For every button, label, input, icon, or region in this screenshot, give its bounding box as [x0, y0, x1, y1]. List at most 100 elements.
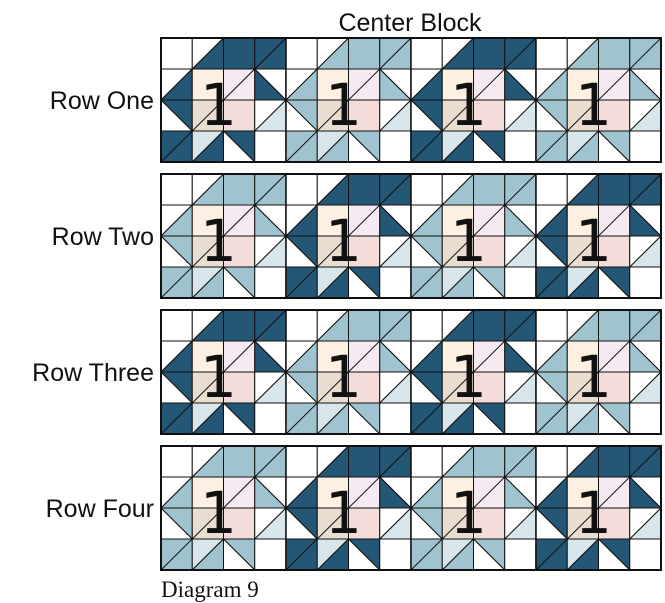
block-number: 1: [575, 207, 612, 275]
quilt-patch: [535, 445, 568, 478]
quilt-patch: [473, 309, 506, 342]
quilt-patch: [598, 309, 631, 342]
quilt-patch: [223, 37, 256, 70]
quilt-patch: [379, 538, 412, 571]
quilt-patch: [535, 309, 568, 342]
block-diagonal: [410, 173, 537, 299]
quilt-patch: [285, 37, 318, 70]
quilt-patch: [379, 130, 412, 163]
diagram-caption: Diagram 9: [161, 577, 259, 602]
block-number: 1: [575, 343, 612, 411]
block-number: 1: [325, 479, 362, 547]
quilt-patch: [504, 538, 537, 571]
quilt-patch: [473, 173, 506, 206]
row-label: Row Four: [46, 495, 154, 523]
quilt-patch: [410, 445, 443, 478]
quilt-block: 1: [159, 444, 288, 572]
block-diagonal: [160, 173, 287, 299]
row-label: Row One: [50, 87, 154, 115]
quilt-patch: [316, 68, 349, 101]
quilt-patch: [348, 173, 381, 206]
quilt-patch: [629, 402, 662, 435]
quilt-block: 1: [284, 172, 413, 300]
quilt-patch: [598, 235, 631, 268]
quilt-patch: [379, 402, 412, 435]
quilt-block: 1: [534, 172, 663, 300]
block-diagonal: [535, 445, 662, 571]
block-number: 1: [200, 207, 237, 275]
diagram-title: Center Block: [338, 9, 482, 37]
quilt-patch: [285, 309, 318, 342]
quilt-row: Row Four 1 1 1 1: [46, 444, 663, 572]
block-diagonal: [160, 445, 287, 571]
quilt-block: 1: [159, 308, 288, 436]
quilt-patch: [598, 173, 631, 206]
block-diagonal: [160, 309, 287, 435]
quilt-patch: [285, 173, 318, 206]
quilt-patch: [410, 37, 443, 70]
block-diagonal: [535, 309, 662, 435]
quilt-patch: [629, 266, 662, 299]
quilt-patch: [566, 340, 599, 373]
quilt-block: 1: [409, 308, 538, 436]
row-label: Row Three: [32, 359, 154, 387]
quilt-block: 1: [534, 444, 663, 572]
block-diagonal: [535, 173, 662, 299]
quilt-patch: [223, 235, 256, 268]
block-number: 1: [200, 479, 237, 547]
quilt-patch: [254, 130, 287, 163]
quilt-patch: [473, 235, 506, 268]
quilt-patch: [473, 445, 506, 478]
block-number: 1: [450, 343, 487, 411]
quilt-patch: [535, 37, 568, 70]
quilt-patch: [160, 37, 193, 70]
quilt-patch: [160, 445, 193, 478]
block-number: 1: [450, 479, 487, 547]
quilt-patch: [254, 402, 287, 435]
quilt-patch: [535, 173, 568, 206]
block-diagonal: [410, 445, 537, 571]
block-diagonal: [160, 37, 287, 163]
quilt-block: 1: [409, 36, 538, 164]
block-diagonal: [285, 37, 412, 163]
block-number: 1: [325, 207, 362, 275]
block-diagonal: [285, 309, 412, 435]
block-number: 1: [450, 207, 487, 275]
quilt-patch: [441, 68, 474, 101]
quilt-patch: [348, 309, 381, 342]
quilt-patch: [223, 309, 256, 342]
quilt-patch: [629, 538, 662, 571]
quilt-block: 1: [284, 444, 413, 572]
quilt-block: 1: [409, 172, 538, 300]
quilt-patch: [316, 476, 349, 509]
row-frame: [160, 309, 662, 435]
block-number: 1: [575, 71, 612, 139]
quilt-block: 1: [284, 308, 413, 436]
quilt-patch: [348, 445, 381, 478]
block-diagonal: [535, 37, 662, 163]
block-diagonal: [410, 309, 537, 435]
quilt-patch: [598, 507, 631, 540]
block-number: 1: [325, 343, 362, 411]
block-number: 1: [575, 479, 612, 547]
quilt-patch: [254, 538, 287, 571]
quilt-patch: [348, 371, 381, 404]
block-number: 1: [450, 71, 487, 139]
quilt-patch: [410, 309, 443, 342]
quilt-block: 1: [409, 444, 538, 572]
quilt-patch: [191, 204, 224, 237]
row-frame: [160, 445, 662, 571]
block-number: 1: [325, 71, 362, 139]
quilt-patch: [160, 173, 193, 206]
quilt-patch: [285, 445, 318, 478]
quilt-patch: [598, 445, 631, 478]
quilt-block: 1: [284, 36, 413, 164]
quilt-patch: [566, 68, 599, 101]
quilt-patch: [223, 99, 256, 132]
quilt-patch: [254, 266, 287, 299]
quilt-patch: [379, 266, 412, 299]
